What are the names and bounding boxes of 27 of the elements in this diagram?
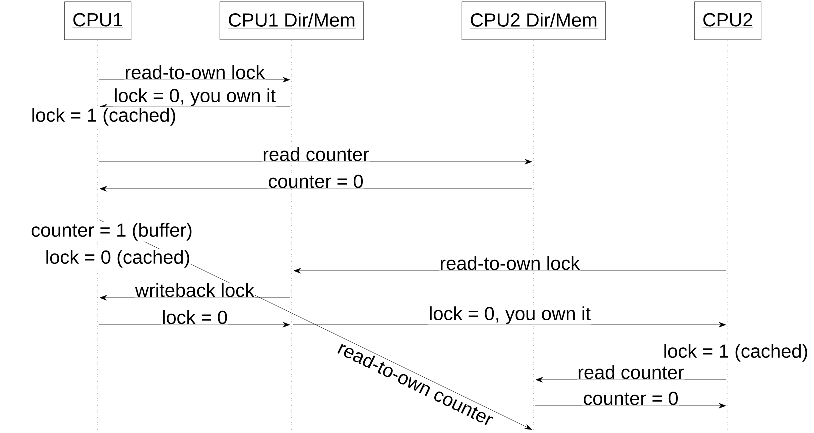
- arrow: [99, 159, 532, 165]
- arrow: [535, 403, 726, 409]
- state-note: lock = 0 (cached): [44, 249, 192, 269]
- edge-label: counter = 0: [268, 174, 364, 189]
- state-note: lock = 1 (cached): [30, 107, 178, 127]
- arrow: [293, 322, 726, 328]
- participant-box: CPU1: [64, 2, 132, 40]
- arrow: [100, 186, 533, 192]
- participant-box: CPU2 Dir/Mem: [462, 2, 606, 40]
- arrow: [294, 268, 727, 274]
- edge-label: read counter: [577, 364, 685, 380]
- edge-label: lock = 0, you own it: [428, 306, 592, 325]
- edge-label: read-to-own lock: [439, 256, 581, 271]
- arrow: [100, 295, 291, 301]
- edge-label: writeback lock: [134, 282, 256, 298]
- edge-label: lock = 0, you own it: [113, 88, 277, 107]
- edge-label: read counter: [262, 146, 370, 162]
- edge-label: lock = 0: [162, 310, 228, 325]
- arrow: [99, 322, 290, 328]
- edge-label: read-to-own lock: [124, 64, 266, 80]
- state-note: lock = 1 (cached): [662, 343, 810, 363]
- participant-box: CPU2: [694, 2, 762, 40]
- state-note: counter = 1 (buffer): [30, 222, 194, 242]
- arrow: [99, 77, 290, 83]
- arrow: [536, 377, 727, 383]
- edge-label: counter = 0: [582, 391, 680, 406]
- participant-box: CPU1 Dir/Mem: [220, 2, 364, 40]
